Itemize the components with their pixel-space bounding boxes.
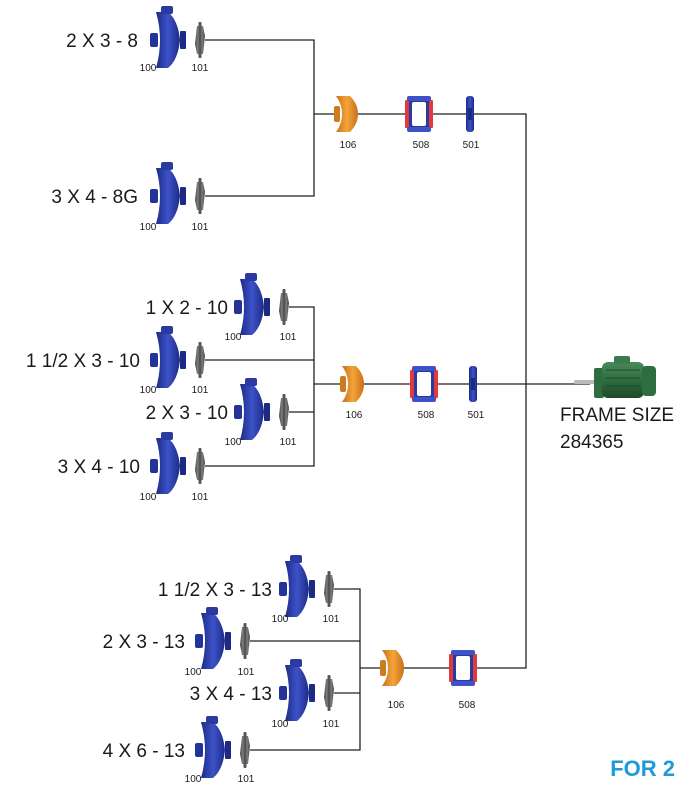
footer-label: FOR 2 [610,756,675,781]
impeller-icon [195,342,205,378]
part-number: 100 [140,492,157,503]
part-number: 100 [225,437,242,448]
motor-frame-label: FRAME SIZE [560,405,674,426]
pump-casing-icon [150,162,186,224]
group-2: 1 X 2 - 10 100 101 1 1/2 X 3 - 10 100 10… [26,273,485,503]
impeller-icon [195,178,205,214]
pump-3x4-10: 3 X 4 - 10 100 101 [58,432,209,503]
group-1: 2 X 3 - 8 100 101 3 X 4 - 8G 100 101 106… [51,6,480,233]
pump-2x3-8: 2 X 3 - 8 100 101 [66,6,209,74]
pump-3x4-8g: 3 X 4 - 8G 100 101 [51,162,209,233]
pump-label: 2 X 3 - 13 [103,632,185,653]
pump-label: 4 X 6 - 13 [103,741,185,762]
part-number: 101 [192,63,209,74]
impeller-icon [195,448,205,484]
wire [474,113,527,669]
part-number: 100 [185,774,202,785]
pump-4x6-13: 4 X 6 - 13 100 101 [103,716,255,785]
part-number: 101 [192,492,209,503]
impeller-icon [240,732,250,768]
impeller-icon [195,22,205,58]
part-number: 106 [346,410,363,421]
pump-casing-icon [279,659,315,721]
part-number: 101 [238,667,255,678]
impeller-icon [279,394,289,430]
part-number: 508 [418,410,435,421]
part-number: 100 [140,63,157,74]
bearing-frame-icon [405,96,433,132]
part-number: 501 [468,410,485,421]
part-number: 101 [192,222,209,233]
bearing-frame-icon [449,650,477,686]
part-number: 101 [280,437,297,448]
part-number: 101 [280,332,297,343]
cover-icon [466,96,474,132]
part-number: 508 [459,700,476,711]
pump-casing-icon [150,6,186,68]
part-number: 100 [272,614,289,625]
pump-2x3-10: 2 X 3 - 10 100 101 [146,378,297,448]
pump-label: 3 X 4 - 8G [51,187,138,208]
impeller-icon [279,289,289,325]
pump-casing-icon [150,326,186,388]
pump-2x3-13: 2 X 3 - 13 100 101 [103,607,255,678]
motor-frame-size: 284365 [560,432,623,453]
pump-casing-icon [195,607,231,669]
pump-1-1-2x3-10: 1 1/2 X 3 - 10 100 101 [26,326,209,396]
part-number: 508 [413,140,430,151]
pump-casing-icon [279,555,315,617]
pump-label: 1 1/2 X 3 - 10 [26,351,140,372]
pump-label: 2 X 3 - 10 [146,403,228,424]
pump-label: 3 X 4 - 13 [190,684,272,705]
impeller-icon [240,623,250,659]
pump-casing-icon [234,378,270,440]
adapter-icon [340,366,364,402]
part-number: 106 [340,140,357,151]
part-number: 100 [272,719,289,730]
impeller-icon [324,675,334,711]
pump-casing-icon [234,273,270,335]
pump-label: 3 X 4 - 10 [58,457,140,478]
part-number: 100 [225,332,242,343]
bearing-frame-icon [410,366,438,402]
part-number: 101 [238,774,255,785]
motor-icon [574,356,656,398]
pump-casing-icon [195,716,231,778]
part-number: 101 [323,614,340,625]
pump-label: 1 X 2 - 10 [146,298,228,319]
adapter-icon [334,96,358,132]
part-number: 101 [192,385,209,396]
wire [250,588,361,751]
part-number: 100 [140,222,157,233]
pump-3x4-13: 3 X 4 - 13 100 101 [190,659,340,730]
part-number: 106 [388,700,405,711]
impeller-icon [324,571,334,607]
part-number: 100 [140,385,157,396]
pump-label: 1 1/2 X 3 - 13 [158,580,272,601]
connector-lines [205,39,590,751]
pump-1-1-2x3-13: 1 1/2 X 3 - 13 100 101 [158,555,340,625]
wire [205,114,315,197]
wire [205,39,336,115]
pump-casing-icon [150,432,186,494]
cover-icon [469,366,477,402]
part-number: 101 [323,719,340,730]
part-number: 100 [185,667,202,678]
wire [205,306,315,467]
pump-label: 2 X 3 - 8 [66,31,138,52]
group-3: 1 1/2 X 3 - 13 100 101 2 X 3 - 13 100 10… [103,555,477,785]
part-number: 501 [463,140,480,151]
adapter-icon [380,650,404,686]
pump-1x2-10: 1 X 2 - 10 100 101 [146,273,297,343]
